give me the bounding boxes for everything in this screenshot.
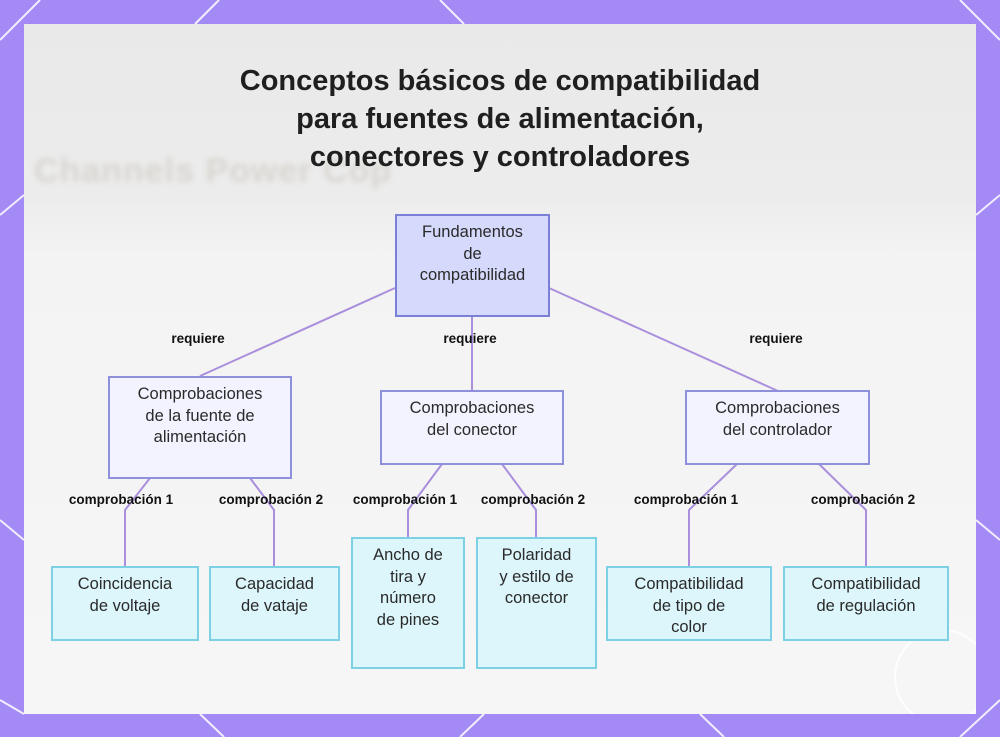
edge-controller-regulation — [819, 464, 866, 566]
edge-controller-colortype — [689, 464, 737, 566]
edge-label-controller-check1: comprobación 1 — [634, 492, 738, 507]
edge-label-connector-check1: comprobación 1 — [353, 492, 457, 507]
node-fundamentos: Fundamentos de compatibilidad — [395, 214, 550, 317]
node-comprobaciones-conector: Comprobaciones del conector — [380, 390, 564, 465]
node-comprobaciones-fuente: Comprobaciones de la fuente de alimentac… — [108, 376, 292, 479]
node-comprobaciones-controlador: Comprobaciones del controlador — [685, 390, 870, 465]
edge-label-psu-check2: comprobación 2 — [219, 492, 323, 507]
node-compatibilidad-regulacion: Compatibilidad de regulación — [783, 566, 949, 641]
edge-label-psu-check1: comprobación 1 — [69, 492, 173, 507]
node-compatibilidad-color: Compatibilidad de tipo de color — [606, 566, 772, 641]
edge-label-controller-check2: comprobación 2 — [811, 492, 915, 507]
node-capacidad-vataje: Capacidad de vataje — [209, 566, 340, 641]
edge-root-controller — [549, 288, 778, 391]
edge-label-requiere-connector: requiere — [443, 331, 496, 346]
edge-label-connector-check2: comprobación 2 — [481, 492, 585, 507]
edge-label-requiere-psu: requiere — [171, 331, 224, 346]
node-coincidencia-voltaje: Coincidencia de voltaje — [51, 566, 199, 641]
edge-root-psu — [200, 288, 395, 376]
node-polaridad: Polaridad y estilo de conector — [476, 537, 597, 669]
edge-label-requiere-controller: requiere — [749, 331, 802, 346]
node-ancho-tira: Ancho de tira y número de pines — [351, 537, 465, 669]
